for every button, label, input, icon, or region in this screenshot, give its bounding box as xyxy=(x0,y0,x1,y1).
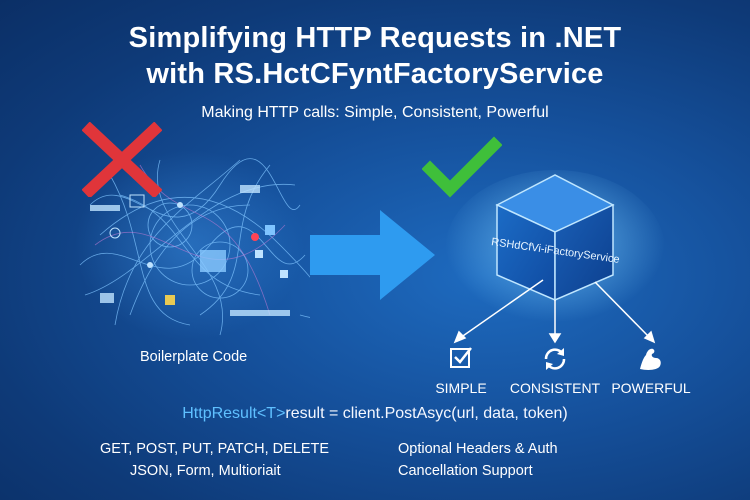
title-line-2: with RS.HctCFyntFactoryService xyxy=(146,58,604,90)
factory-service-cube: RSHdCfVi-iFactoryService xyxy=(445,170,665,344)
feature-consistent-label: CONSISTENT xyxy=(509,380,601,396)
subtitle: Making HTTP calls: Simple, Consistent, P… xyxy=(201,104,549,121)
boilerplate-tangle-graphic xyxy=(75,150,310,340)
code-snippet: HttpResult<T>result = client.PostAsyc(ur… xyxy=(0,405,750,423)
support-list-item: Cancellation Support xyxy=(398,463,533,479)
cross-icon xyxy=(82,122,162,197)
refresh-cycle-icon xyxy=(544,348,566,370)
feature-simple-label: SIMPLE xyxy=(435,380,487,396)
method-list: GET, POST, PUT, PATCH, DELETE JSON, Form… xyxy=(100,438,360,482)
checkbox-icon xyxy=(450,347,472,368)
title-line-1: Simplifying HTTP Requests in .NET xyxy=(128,22,622,54)
arrow-right-icon xyxy=(310,210,435,300)
code-type: HttpResult<T> xyxy=(182,405,286,422)
boilerplate-label: Boilerplate Code xyxy=(140,349,248,365)
method-list-item: JSON, Form, Multioriait xyxy=(130,463,281,479)
feature-powerful-label: POWERFUL xyxy=(611,380,691,396)
code-call: result = client.PostAsyc(url, data, toke… xyxy=(285,405,568,422)
checkmark-icon xyxy=(422,136,502,198)
method-list-item: GET, POST, PUT, PATCH, DELETE xyxy=(100,441,330,457)
support-list-item: Optional Headers & Auth xyxy=(398,441,558,457)
support-list: Optional Headers & Auth Cancellation Sup… xyxy=(398,438,658,482)
flexed-arm-icon xyxy=(640,348,661,370)
